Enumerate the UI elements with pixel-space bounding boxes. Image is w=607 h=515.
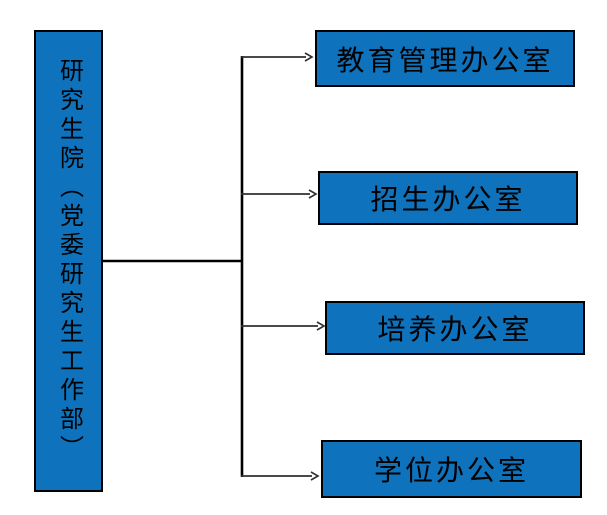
child-node-training: 培养办公室 [325,301,585,355]
child-node-admissions: 招生办公室 [318,171,578,225]
child-node-label: 教育管理办公室 [336,44,554,76]
root-node-label: 研究生院（党委研究生工作部） [55,58,83,464]
root-node: 研究生院（党委研究生工作部） [34,30,103,492]
child-node-label: 招生办公室 [370,184,526,215]
child-node-degree: 学位办公室 [321,440,582,498]
child-node-label: 培养办公室 [377,314,533,345]
child-node-label: 学位办公室 [373,455,529,486]
child-node-education-management: 教育管理办公室 [315,30,575,87]
